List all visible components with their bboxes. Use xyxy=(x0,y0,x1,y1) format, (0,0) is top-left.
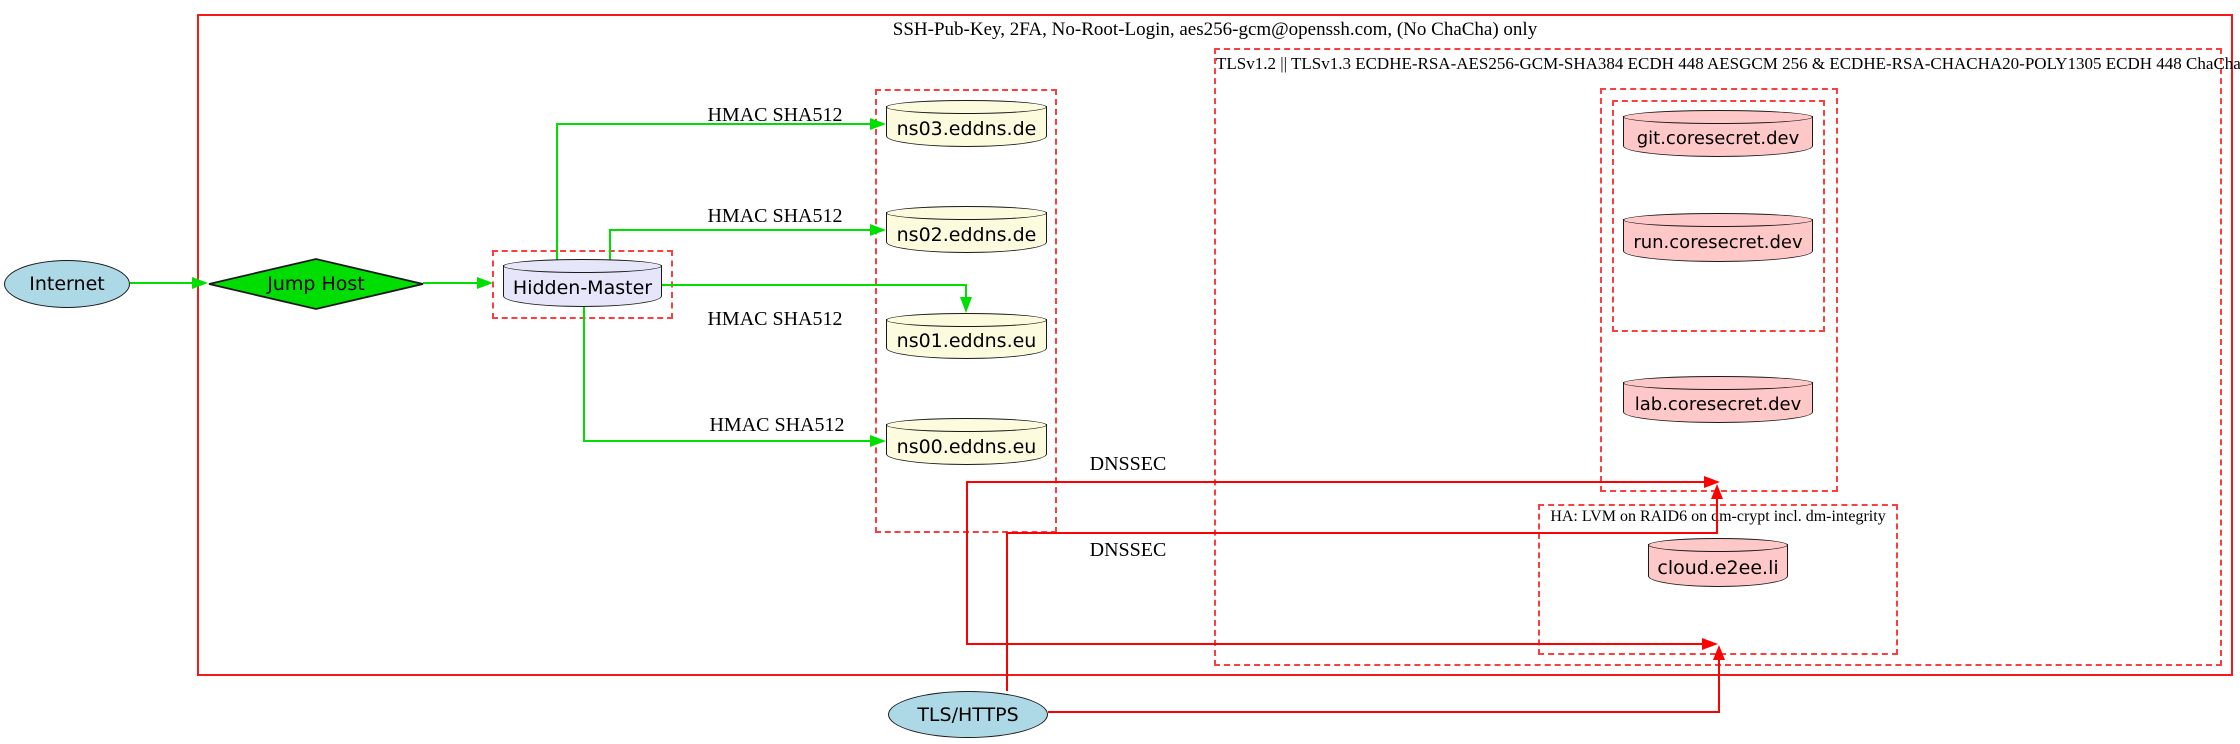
node-git-label: git.coresecret.dev xyxy=(1636,128,1800,149)
edge-label-hmac-ns02: HMAC SHA512 xyxy=(707,205,843,227)
ns03-cylinder-top xyxy=(886,100,1047,114)
cluster-tls-label: TLSv1.2 || TLSv1.3 ECDHE-RSA-AES256-GCM-… xyxy=(1216,54,2240,73)
edge-hm-ns02-vline xyxy=(609,230,611,262)
cloud-cylinder-top xyxy=(1648,538,1788,552)
node-jump-host-label: Jump Host xyxy=(267,273,365,295)
edge-internet-jumphost-line xyxy=(130,282,194,284)
node-ns01-label: ns01.eddns.eu xyxy=(896,330,1037,352)
node-ns02-label: ns02.eddns.de xyxy=(896,223,1037,246)
node-run-label: run.coresecret.dev xyxy=(1633,232,1803,253)
lab-cylinder-top xyxy=(1623,376,1813,390)
node-ns03: ns03.eddns.de xyxy=(886,100,1047,147)
edge-hm-ns02-arrowhead xyxy=(870,224,886,236)
edge-hm-ns03-hline xyxy=(556,123,870,125)
edge-dnssec1-hline xyxy=(966,481,1704,483)
node-jump-host: Jump Host xyxy=(208,258,424,310)
node-hidden-master-label: Hidden-Master xyxy=(512,277,653,299)
ns02-cylinder-top xyxy=(886,206,1047,220)
node-ns03-label: ns03.eddns.de xyxy=(896,117,1037,140)
edge-label-hmac-ns03: HMAC SHA512 xyxy=(707,104,843,126)
node-hidden-master: Hidden-Master xyxy=(503,259,662,307)
node-ns02: ns02.eddns.de xyxy=(886,206,1047,253)
edge-hm-ns02-hline xyxy=(609,229,870,231)
edge-dnssec2-hline xyxy=(966,643,1702,645)
edge-hm-ns01-vline xyxy=(965,284,967,298)
node-cloud: cloud.e2ee.li xyxy=(1648,538,1788,587)
edge-tls-ha-hline xyxy=(1048,711,1720,713)
edge-label-dnssec-1: DNSSEC xyxy=(1089,453,1167,475)
jump-host-diamond-shape xyxy=(208,258,424,310)
edge-tls-ha-vline xyxy=(1718,659,1720,713)
edge-label-dnssec-2: DNSSEC xyxy=(1089,539,1167,561)
edge-hm-ns01-arrowhead xyxy=(960,297,972,313)
node-ns00-label: ns00.eddns.eu xyxy=(896,435,1037,458)
node-tls-https: TLS/HTTPS xyxy=(888,691,1048,738)
edge-hm-ns00-arrowhead xyxy=(870,435,886,447)
node-ns01: ns01.eddns.eu xyxy=(886,313,1047,359)
edge-jumphost-hiddenmaster-arrowhead xyxy=(477,277,493,289)
edge-dnssec1-vline xyxy=(966,482,968,645)
cluster-ssh-label: SSH-Pub-Key, 2FA, No-Root-Login, aes256-… xyxy=(892,19,1538,40)
ns01-cylinder-top xyxy=(886,313,1047,327)
ns00-cylinder-top xyxy=(886,418,1047,432)
edge-label-hmac-ns00: HMAC SHA512 xyxy=(709,414,845,436)
edge-label-hmac-ns01: HMAC SHA512 xyxy=(707,308,843,330)
hidden-master-cylinder-top xyxy=(503,259,662,273)
edge-hm-ns00-vline xyxy=(583,306,585,442)
node-cloud-label: cloud.e2ee.li xyxy=(1657,556,1779,579)
edge-hm-ns03-arrowhead xyxy=(870,118,886,130)
cluster-ha-label: HA: LVM on RAID6 on dm-crypt incl. dm-in… xyxy=(1550,508,1886,525)
node-ns00: ns00.eddns.eu xyxy=(886,418,1047,465)
node-internet: Internet xyxy=(4,260,130,308)
node-lab: lab.coresecret.dev xyxy=(1623,376,1813,423)
node-git: git.coresecret.dev xyxy=(1623,110,1813,157)
run-cylinder-top xyxy=(1623,213,1813,227)
edge-tls-coresecret-hline xyxy=(1006,532,1718,534)
node-internet-label: Internet xyxy=(29,273,105,295)
cluster-ssh-box: SSH-Pub-Key, 2FA, No-Root-Login, aes256-… xyxy=(197,14,2233,676)
edge-jumphost-hiddenmaster-line xyxy=(423,282,478,284)
cluster-coresecret-inner-box xyxy=(1612,100,1825,332)
edge-tls-coresecret-vline2 xyxy=(1716,497,1718,533)
node-tls-https-label: TLS/HTTPS xyxy=(917,703,1019,726)
edge-hm-ns03-vline xyxy=(556,124,558,262)
node-lab-label: lab.coresecret.dev xyxy=(1634,394,1802,415)
edge-tls-ha-arrowhead xyxy=(1713,645,1725,660)
edge-hm-ns01-hline xyxy=(662,284,967,286)
edge-internet-jumphost-arrowhead xyxy=(192,277,208,289)
edge-tls-coresecret-vline1 xyxy=(1006,533,1008,691)
git-cylinder-top xyxy=(1623,110,1813,124)
edge-tls-coresecret-arrowhead xyxy=(1711,484,1723,499)
edge-hm-ns00-hline xyxy=(583,440,870,442)
node-run: run.coresecret.dev xyxy=(1623,213,1813,262)
